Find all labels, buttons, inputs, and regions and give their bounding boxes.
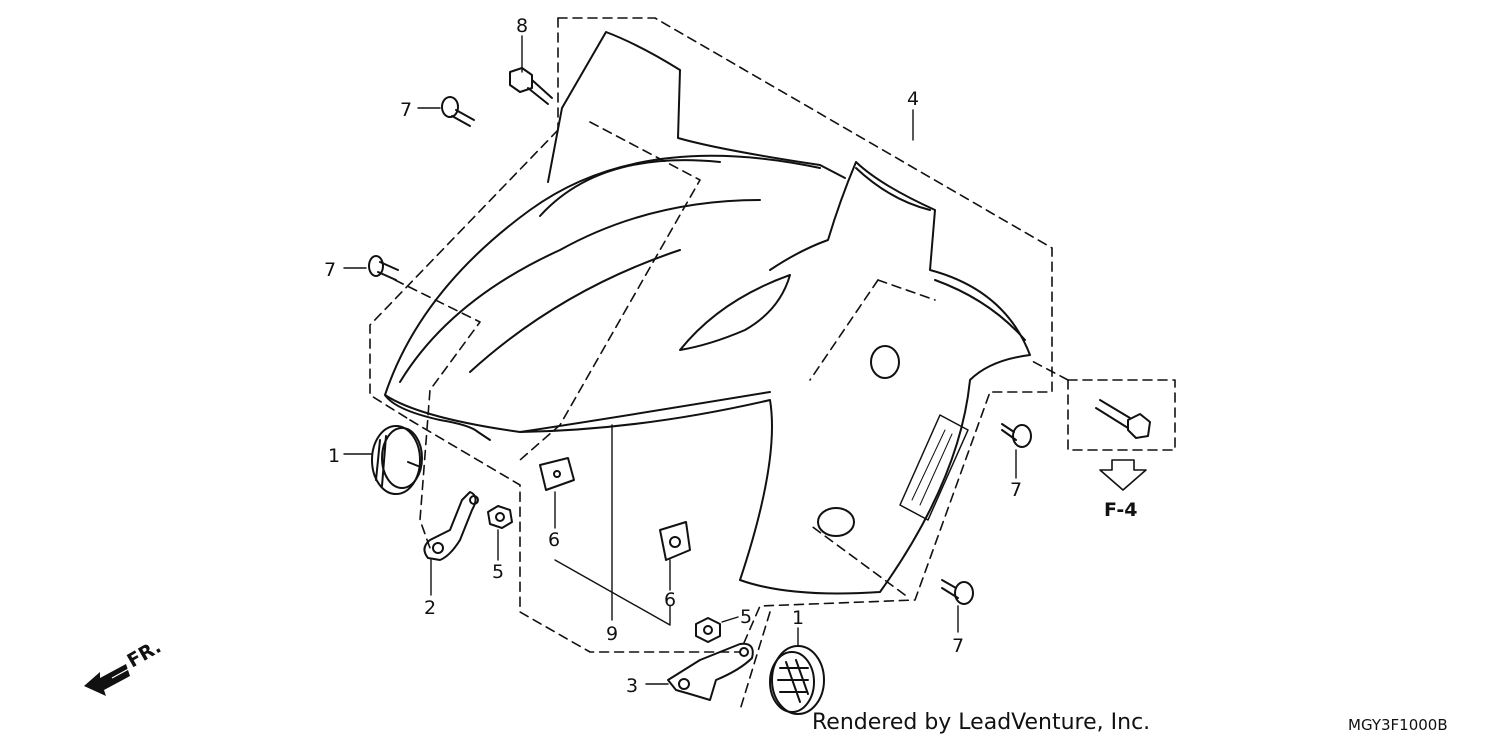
callout-6-left: 6 [548,529,560,551]
callout-5-left: 5 [492,561,504,583]
callout-7-left: 7 [324,259,336,281]
callout-9: 9 [606,623,618,645]
fr-label: FR. [124,636,165,673]
callout-1-left: 1 [328,445,340,467]
nut-bottom [695,617,721,643]
callout-8: 8 [516,15,528,37]
bracket-left [423,491,479,561]
f4-reference: F-4 [1104,499,1138,521]
reflector-bottom [769,645,825,715]
reflector-left [371,425,423,495]
front-fender [384,31,1031,595]
callout-7-top: 7 [400,99,412,121]
callout-6-right: 6 [664,589,676,611]
nut-left [487,505,513,529]
diagram-code: MGY3F1000B [1348,716,1448,734]
callout-1-bottom: 1 [792,607,804,629]
screw-left [368,255,399,281]
callout-2: 2 [424,597,436,619]
screw-right-bottom [941,579,974,605]
rendered-by-credit: Rendered by LeadVenture, Inc. [812,710,1151,735]
f4-arrow-icon [1099,459,1147,491]
screw-right-top [1001,423,1032,448]
clip-left [539,457,575,491]
flange-bolt [509,67,553,105]
front-direction-arrow-icon [84,657,135,696]
callout-leaders [343,35,1017,685]
clip-right [659,521,691,561]
bolt-right [1095,399,1151,439]
screw-top [441,96,475,127]
callout-7-right-bottom: 7 [952,635,964,657]
callout-7-right-top: 7 [1010,479,1022,501]
leader-lines [369,17,1176,711]
callout-3: 3 [626,675,638,697]
bracket-bottom [667,642,754,701]
callout-4: 4 [907,88,919,110]
callout-5-bottom: 5 [740,606,752,628]
